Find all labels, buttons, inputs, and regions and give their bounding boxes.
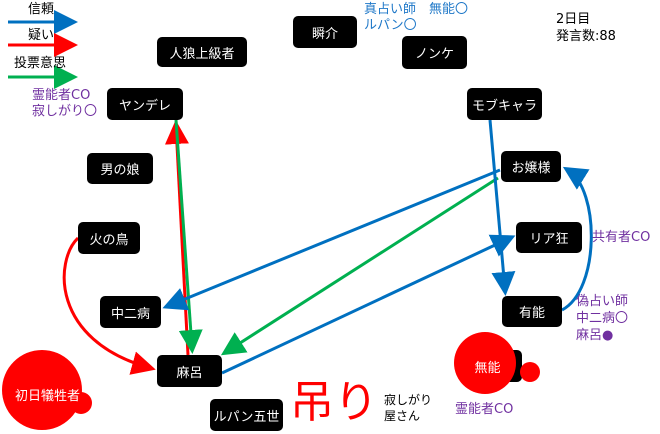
note-yuno-2: 中二病〇 <box>576 311 629 326</box>
hanged-name-1: 寂しがり <box>384 393 433 407</box>
node-victim[interactable]: 初日犠牲者 <box>14 388 80 404</box>
note-riakyo: 共有者CO <box>592 230 651 245</box>
arrow-maro-riakyo <box>221 234 516 375</box>
hanged-label: 吊り <box>290 377 378 428</box>
node-yandere[interactable]: ヤンデレ <box>107 88 183 120</box>
post-count: 発言数:88 <box>556 29 616 44</box>
node-yuno[interactable]: 有能 <box>502 296 562 327</box>
blood-splat-victim-2 <box>70 392 92 414</box>
node-ojou[interactable]: お嬢様 <box>501 151 561 182</box>
note-yandere-1: 霊能者CO <box>32 88 91 103</box>
arrow-ojou-maro <box>220 176 499 356</box>
blood-splat-muno-2 <box>520 362 540 382</box>
arrow-mob-yuno <box>488 119 516 296</box>
day-label: 2日目 <box>556 12 591 27</box>
node-nonke[interactable]: ノンケ <box>402 36 467 69</box>
node-muno[interactable]: 無能 <box>474 360 501 376</box>
arrow-yuno-ojou <box>561 166 593 312</box>
node-shunsuke[interactable]: 瞬介 <box>293 16 357 48</box>
blood-splat-victim <box>2 350 82 430</box>
arrow-yandere-maro <box>174 119 203 354</box>
node-chuni[interactable]: 中二病 <box>100 296 161 328</box>
note-shunsuke-1: 真占い師 無能〇 <box>364 2 469 17</box>
hanged-name-2: 屋さん <box>384 409 421 423</box>
legend-trust-label: 信頼 <box>28 2 55 17</box>
note-yandere-2: 寂しがり〇 <box>32 104 98 119</box>
node-riakyo[interactable]: リア狂 <box>516 222 582 253</box>
note-yuno-1: 偽占い師 <box>576 294 629 309</box>
note-shunsuke-2: ルパン〇 <box>364 18 417 33</box>
node-hinotori[interactable]: 火の鳥 <box>78 222 140 254</box>
node-maro[interactable]: 麻呂 <box>157 355 222 387</box>
note-yuno-3: 麻呂● <box>576 328 614 343</box>
legend-vote-label: 投票意思 <box>14 56 67 71</box>
node-mob[interactable]: モブキャラ <box>467 88 542 120</box>
note-muno: 霊能者CO <box>455 402 514 417</box>
legend-doubt-label: 疑い <box>28 28 55 43</box>
arrow-ojou-chuni <box>162 168 501 311</box>
arrow-hinotori-maro <box>62 236 156 375</box>
node-otokonoko[interactable]: 男の娘 <box>87 153 153 184</box>
blood-splat-muno <box>454 332 516 394</box>
node-lupin[interactable]: ルパン五世 <box>210 399 283 431</box>
node-jinro[interactable]: 人狼上級者 <box>157 37 247 67</box>
